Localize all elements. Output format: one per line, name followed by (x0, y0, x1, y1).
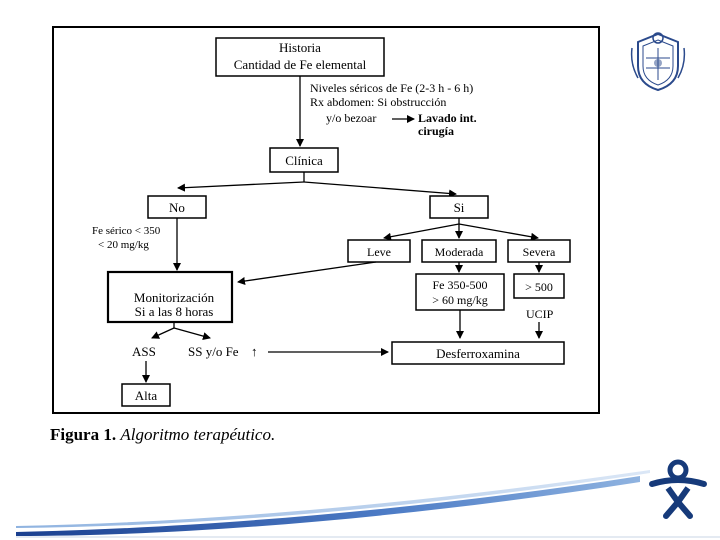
alta-label: Alta (135, 388, 158, 403)
desferroxamina-label: Desferroxamina (436, 346, 520, 361)
fe-severa-box (513, 273, 565, 299)
niveles-line-2: Rx abdomen: Si obstrucción (310, 95, 446, 109)
ips-logo-icon (649, 459, 707, 519)
lavado-line-1: Lavado int. (418, 111, 477, 125)
no-label: No (169, 200, 185, 215)
connector-clinica-si (303, 181, 457, 198)
lavado-line-2: cirugía (418, 124, 454, 138)
ass-label: ASS (132, 344, 156, 359)
severa-label: Severa (523, 245, 556, 259)
ss-label: SS y/o Fe (188, 344, 239, 359)
monitorizacion-line-1: Monitorización (134, 290, 215, 305)
clinica-box (269, 147, 339, 173)
fe-serico-line-1: Fe sérico < 350 (92, 225, 161, 237)
flowchart-frame: Historia Cantidad de Fe elemental Nivele… (52, 26, 600, 414)
fe-moderada-line-2: > 60 mg/kg (432, 293, 487, 307)
alta-box (121, 383, 171, 407)
ss-up-arrow-icon: ↑ (251, 344, 258, 359)
desferroxamina-box (391, 341, 565, 365)
fe-moderada-line-1: Fe 350-500 (433, 278, 488, 292)
connector-clinica-no (177, 181, 305, 192)
monitorizacion-line-2: Si a las 8 horas (135, 304, 214, 319)
ucip-label: UCIP (526, 307, 554, 321)
leve-box (347, 239, 411, 263)
connector-leve-monitorizacion (237, 261, 377, 285)
caption-text: Algoritmo terapéutico. (120, 425, 276, 444)
fe-severa-label: > 500 (525, 280, 553, 294)
niveles-line-1: Niveles séricos de Fe (2-3 h - 6 h) (310, 81, 473, 95)
historia-subtitle: Cantidad de Fe elemental (234, 57, 367, 72)
caption-label: Figura 1. (50, 425, 117, 444)
clinica-label: Clínica (285, 153, 323, 168)
connector-si-leve (383, 223, 460, 241)
si-label: Si (454, 200, 465, 215)
historia-title: Historia (279, 40, 321, 55)
university-seal-icon (630, 32, 686, 92)
connector-monitorizacion-ass (151, 327, 175, 339)
fe-serico-line-2: < 20 mg/kg (98, 239, 149, 251)
connector-si-severa (458, 223, 539, 241)
fe-moderada-box (415, 273, 505, 311)
decorative-swoosh (16, 470, 720, 538)
monitorizacion-box (106, 270, 234, 324)
figure-caption: Figura 1. Algoritmo terapéutico. (50, 425, 275, 445)
leve-label: Leve (367, 245, 391, 259)
connector-monitorizacion-ss (173, 327, 211, 340)
moderada-label: Moderada (435, 245, 484, 259)
flowchart: Historia Cantidad de Fe elemental Nivele… (92, 37, 571, 407)
niveles-line-3: y/o bezoar (326, 111, 376, 125)
historia-box (215, 37, 385, 77)
